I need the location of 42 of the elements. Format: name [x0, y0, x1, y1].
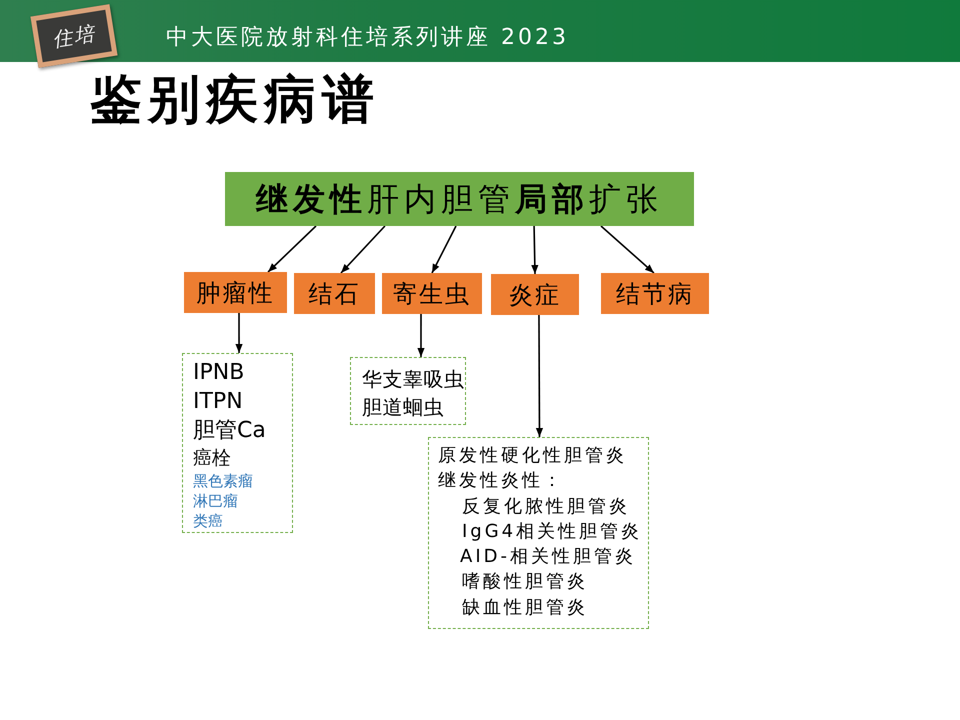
list-item: 嗜酸性胆管炎	[462, 570, 588, 594]
category-label: 寄生虫	[393, 278, 471, 308]
arrow	[268, 225, 317, 273]
arrow	[431, 226, 457, 274]
list-item: 反复化脓性胆管炎	[462, 494, 630, 519]
dashed-list-box	[428, 437, 649, 629]
category-box	[184, 272, 287, 313]
list-item: ITPN	[193, 388, 243, 416]
chalk-text: 住培	[50, 19, 98, 53]
arrow	[340, 225, 386, 274]
arrow	[531, 226, 538, 274]
list-item: 黑色素瘤	[193, 471, 253, 491]
category-label: 结节病	[616, 278, 694, 308]
list-item: 胆管Ca	[193, 417, 266, 445]
topic-label: 继发性肝内胆管局部扩张	[256, 179, 663, 219]
category-label: 炎症	[509, 280, 561, 310]
arrow	[235, 313, 243, 353]
list-item: AID-相关性胆管炎	[460, 545, 636, 570]
dashed-list-box	[350, 357, 466, 425]
list-item: IgG4相关性胆管炎	[462, 520, 642, 544]
list-item: 癌栓	[193, 446, 231, 471]
arrow	[536, 315, 544, 437]
list-item: 华支睾吸虫	[362, 366, 464, 393]
category-box	[294, 273, 375, 314]
list-item: 淋巴瘤	[193, 491, 238, 511]
category-box	[382, 273, 482, 314]
category-label: 肿瘤性	[196, 278, 274, 308]
series-title: 中大医院放射科住培系列讲座 2023	[166, 24, 569, 52]
list-item: 原发性硬化性胆管炎	[438, 444, 627, 468]
category-label: 结石	[308, 278, 360, 308]
list-item: 缺血性胆管炎	[462, 596, 588, 620]
dashed-list-box	[182, 353, 293, 533]
main-topic-box	[225, 172, 694, 226]
arrow	[417, 314, 425, 357]
list-item: 继发性炎性：	[438, 469, 564, 494]
slide-title: 鉴别疾病谱	[90, 69, 380, 132]
list-item: 胆道蛔虫	[362, 394, 444, 421]
list-item: IPNB	[193, 359, 244, 387]
arrow	[600, 225, 654, 274]
category-box	[601, 273, 709, 314]
list-item: 类癌	[193, 511, 223, 531]
category-box	[491, 274, 579, 315]
